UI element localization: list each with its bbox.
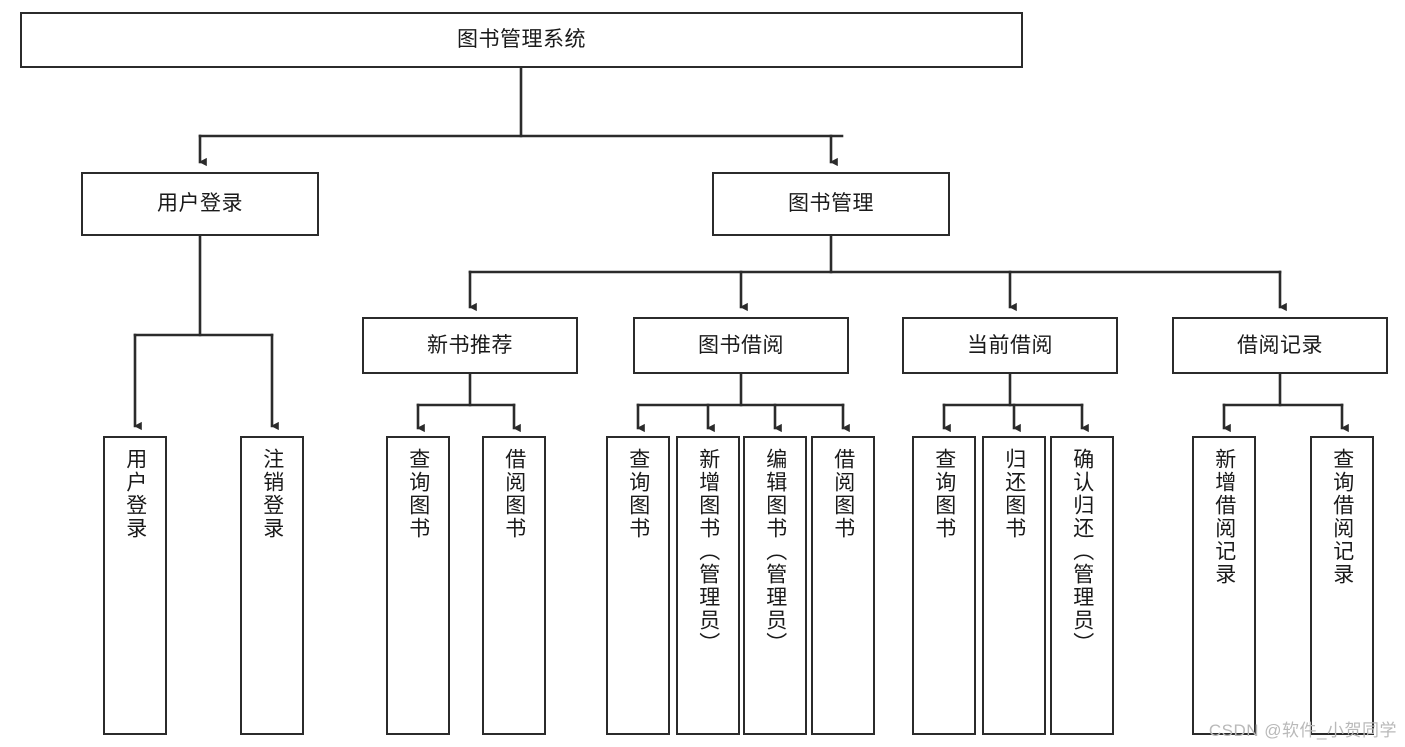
node-label: 用户登录 xyxy=(123,448,147,540)
leaf-logout-login[interactable]: 注销登录 xyxy=(240,436,304,735)
connectors-user-login-to-leaves xyxy=(133,234,279,431)
node-root-system[interactable]: 图书管理系统 xyxy=(20,12,1023,68)
node-label: 新增图书（管理员） xyxy=(696,448,720,655)
node-label: 新书推荐 xyxy=(427,333,513,357)
node-label: 新增借阅记录 xyxy=(1212,448,1236,586)
leaf-query-book-recommend[interactable]: 查询图书 xyxy=(386,436,450,735)
leaf-borrow-book[interactable]: 借阅图书 xyxy=(811,436,875,735)
leaf-add-borrow-record[interactable]: 新增借阅记录 xyxy=(1192,436,1256,735)
node-borrow-record[interactable]: 借阅记录 xyxy=(1172,317,1388,374)
node-current-borrow[interactable]: 当前借阅 xyxy=(902,317,1118,374)
connectors-root-to-level2 xyxy=(198,66,844,167)
node-label: 确认归还（管理员） xyxy=(1070,448,1094,655)
node-book-management[interactable]: 图书管理 xyxy=(712,172,950,236)
node-label: 借阅图书 xyxy=(502,448,526,540)
node-label: 注销登录 xyxy=(260,448,284,540)
leaf-query-borrow-record[interactable]: 查询借阅记录 xyxy=(1310,436,1374,735)
connectors-book-mgmt-to-level3 xyxy=(468,234,1287,312)
node-label: 查询借阅记录 xyxy=(1330,448,1354,586)
node-label: 查询图书 xyxy=(406,448,430,540)
leaf-edit-book-admin[interactable]: 编辑图书（管理员） xyxy=(743,436,807,735)
leaf-query-book-borrow[interactable]: 查询图书 xyxy=(606,436,670,735)
node-label: 借阅记录 xyxy=(1237,333,1323,357)
leaf-user-login[interactable]: 用户登录 xyxy=(103,436,167,735)
node-label: 归还图书 xyxy=(1002,448,1026,540)
node-label: 图书管理 xyxy=(788,192,874,216)
node-label: 查询图书 xyxy=(932,448,956,540)
leaf-add-book-admin[interactable]: 新增图书（管理员） xyxy=(676,436,740,735)
connectors-borrow-to-leaves xyxy=(636,372,850,433)
node-label: 图书管理系统 xyxy=(457,28,586,52)
leaf-confirm-return-admin[interactable]: 确认归还（管理员） xyxy=(1050,436,1114,735)
connectors-new-book-to-leaves xyxy=(416,372,521,433)
leaf-return-book[interactable]: 归还图书 xyxy=(982,436,1046,735)
node-label: 查询图书 xyxy=(626,448,650,540)
connectors-current-borrow-to-leaves xyxy=(942,372,1089,433)
node-label: 编辑图书（管理员） xyxy=(763,448,787,655)
node-label: 借阅图书 xyxy=(831,448,855,540)
node-label: 用户登录 xyxy=(157,192,243,216)
node-label: 图书借阅 xyxy=(698,333,784,357)
node-user-login[interactable]: 用户登录 xyxy=(81,172,319,236)
leaf-borrow-book-recommend[interactable]: 借阅图书 xyxy=(482,436,546,735)
node-label: 当前借阅 xyxy=(967,333,1053,357)
node-book-borrow[interactable]: 图书借阅 xyxy=(633,317,849,374)
node-new-book-recommendation[interactable]: 新书推荐 xyxy=(362,317,578,374)
leaf-query-book-current[interactable]: 查询图书 xyxy=(912,436,976,735)
connectors-record-to-leaves xyxy=(1222,372,1349,433)
watermark-text: CSDN @软件_小贺同学 xyxy=(1208,721,1397,740)
